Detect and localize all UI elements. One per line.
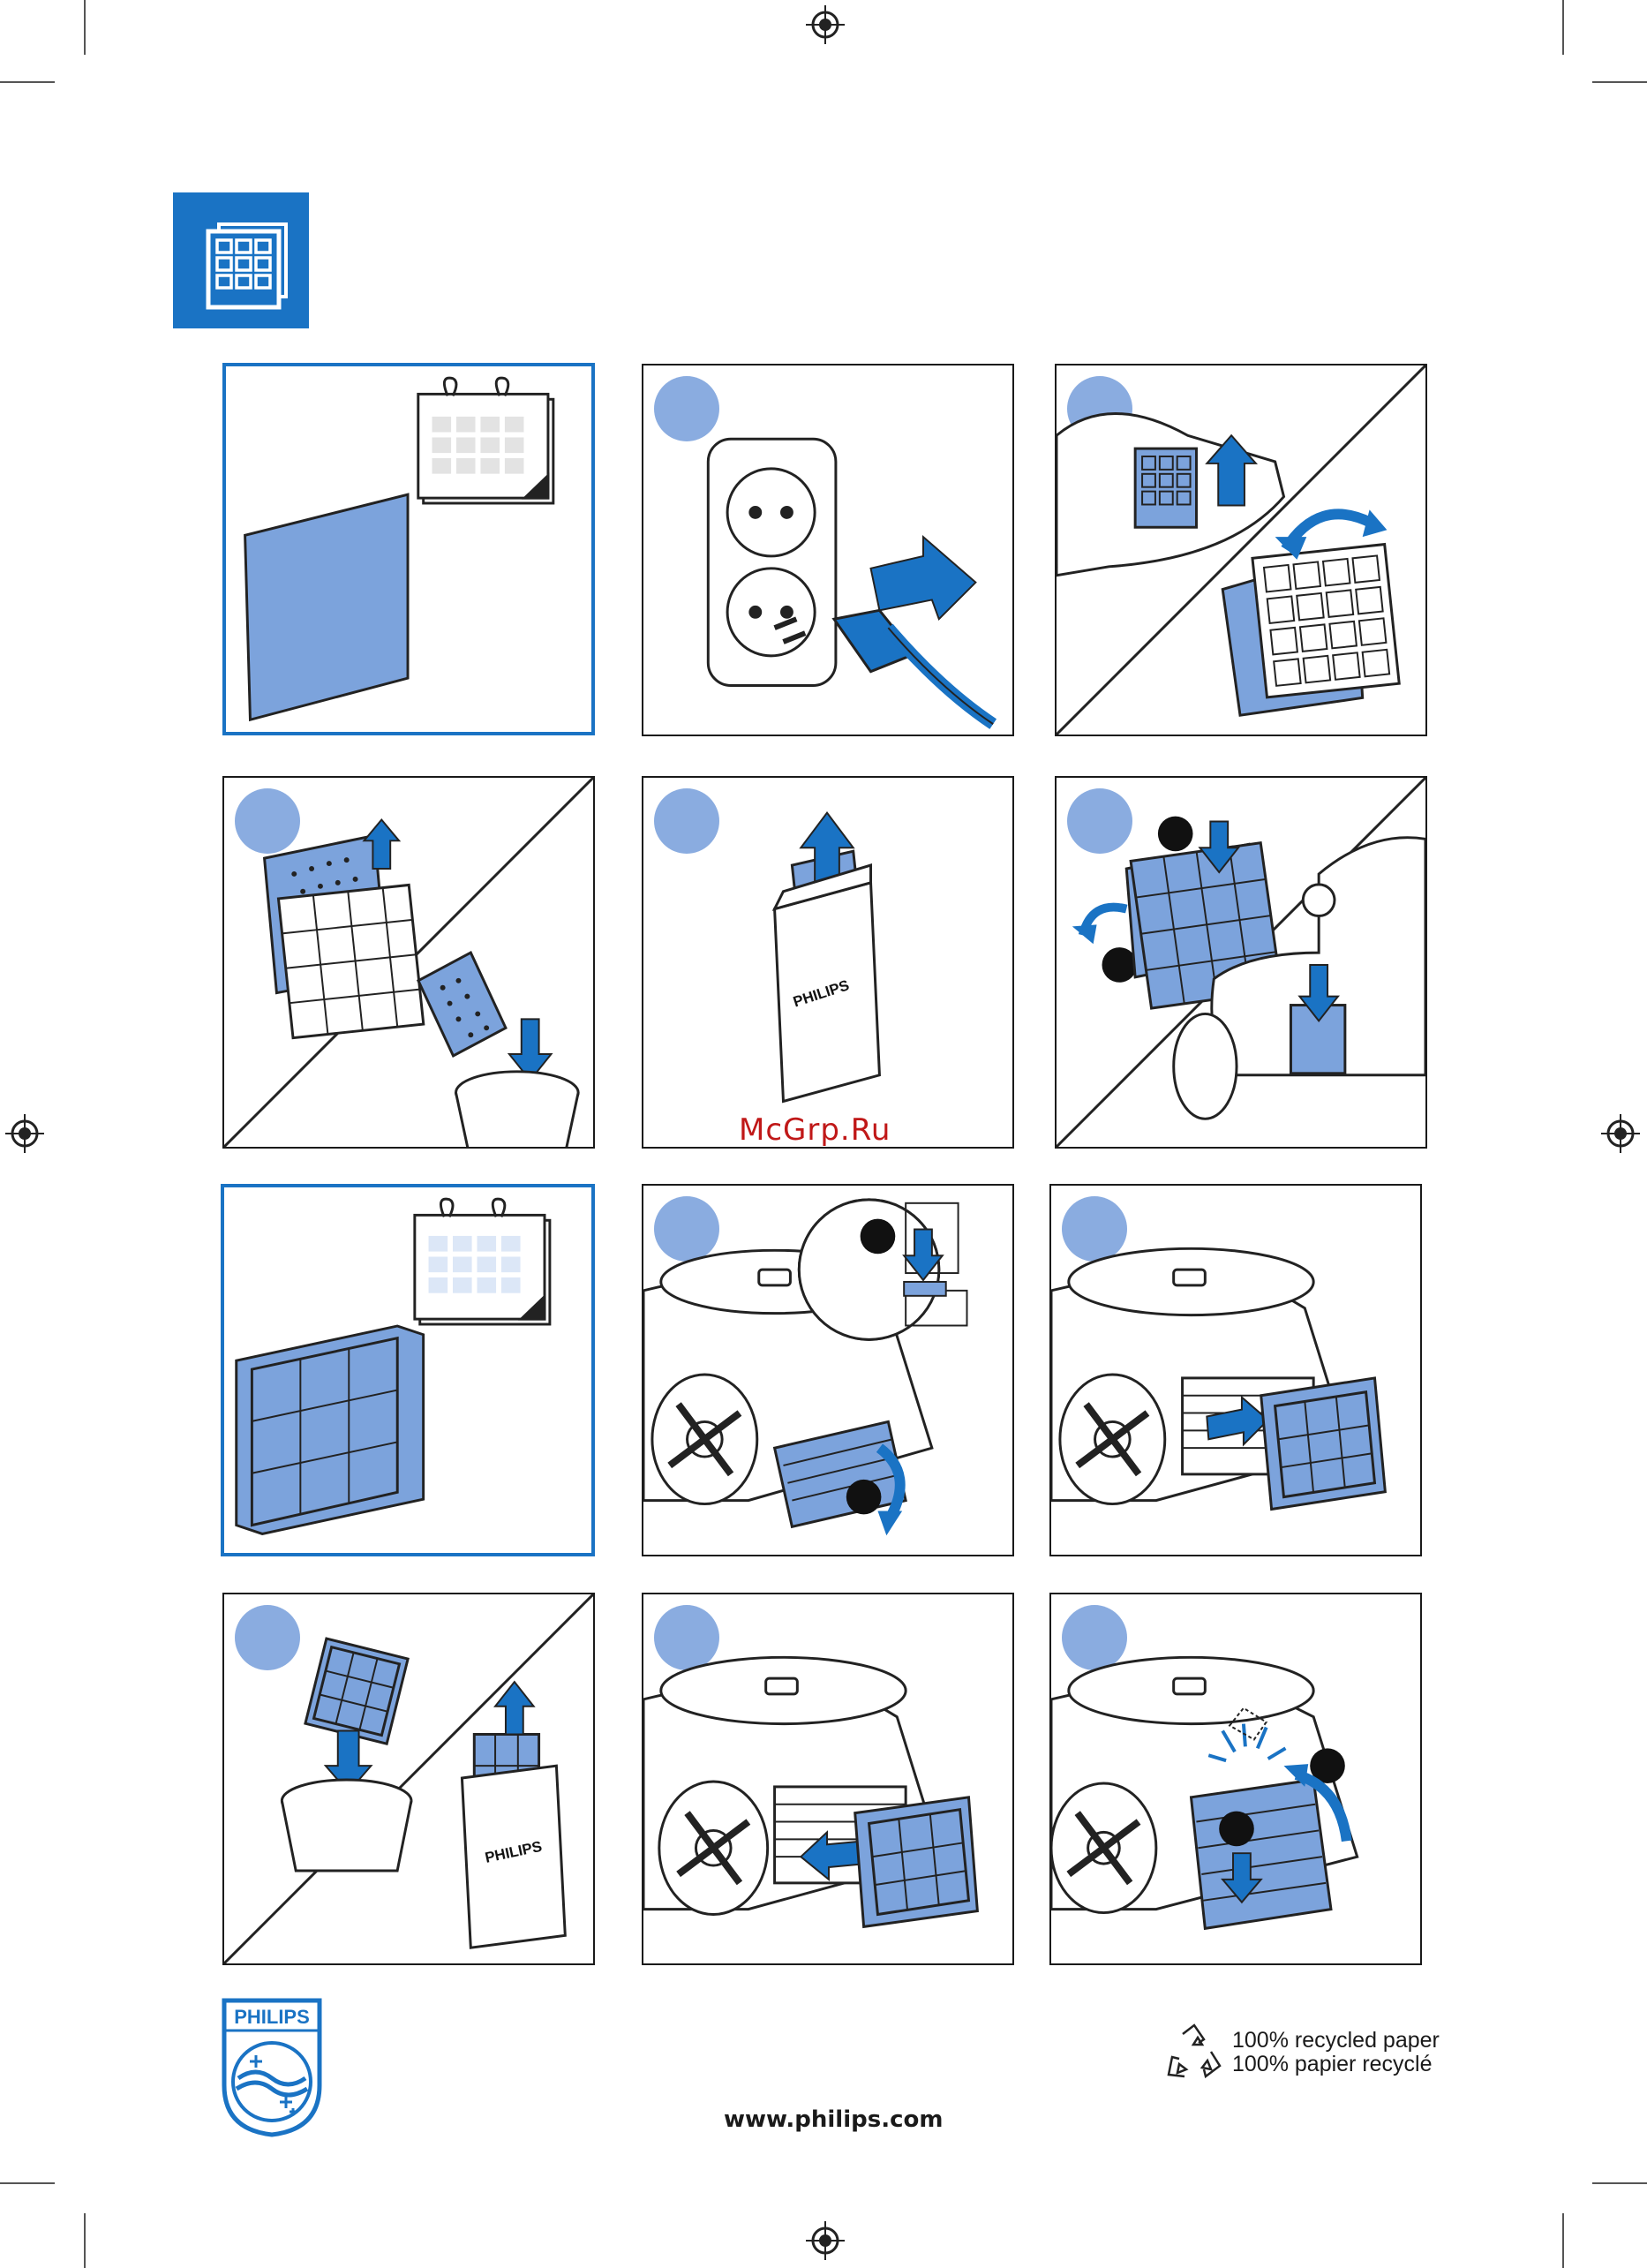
panel-hepa-replace-interval (221, 1184, 595, 1556)
filter-grid-icon (206, 222, 288, 310)
recycle-icon (1167, 2023, 1222, 2079)
sub-step-dot (846, 1479, 882, 1515)
panel-close-exhaust-grille (1049, 1593, 1422, 1965)
recycled-paper-text-fr: 100% papier recyclé (1232, 2052, 1433, 2076)
sub-step-dot (1102, 947, 1138, 983)
crop-mark (84, 2213, 86, 2268)
crop-mark (0, 2182, 55, 2184)
unplug-illustration (706, 437, 997, 729)
open-exhaust-grille-illustration (643, 1198, 968, 1536)
watermark-text: McGrp.Ru (739, 1112, 891, 1148)
step-marker (654, 1605, 719, 1670)
crop-mark (84, 0, 86, 55)
registration-mark-icon (806, 5, 845, 44)
step-marker (1062, 1605, 1127, 1670)
insert-motor-filter-illustration (1057, 778, 1425, 1147)
panel-discard-filter-sheet (222, 776, 595, 1149)
panel-remove-hepa-filter (1049, 1184, 1422, 1556)
discard-filter-sheet-illustration (224, 778, 593, 1147)
crop-mark (0, 81, 55, 83)
philips-shield-logo: PHILIPS (222, 1998, 322, 2137)
sub-step-dot (1310, 1748, 1345, 1783)
hepa-filter-calendar-illustration (235, 1197, 552, 1535)
step-marker (1062, 1196, 1127, 1262)
crop-mark (1592, 2182, 1647, 2184)
sub-step-dot (1157, 816, 1193, 852)
step-marker (654, 376, 719, 441)
crop-mark (1592, 81, 1647, 83)
step-marker (235, 1605, 300, 1670)
filter-sheet (244, 493, 410, 722)
filter-sheet-calendar-illustration (244, 376, 555, 722)
recycled-paper-text: 100% recycled paper (1232, 2028, 1440, 2053)
website-link[interactable]: www.philips.com (724, 2106, 944, 2133)
panel-filter-replace-interval (222, 363, 595, 735)
remove-hepa-filter-illustration (1051, 1247, 1387, 1511)
panel-new-filter-package: PHILIPS (642, 776, 1014, 1149)
panel-open-exhaust-grille (642, 1184, 1014, 1556)
filter-section-badge (173, 192, 309, 328)
step-marker (654, 1196, 719, 1262)
registration-mark-icon (5, 1114, 44, 1153)
panel-unplug (642, 364, 1014, 736)
panel-discard-hepa-filter: PHILIPS (222, 1593, 595, 1965)
sub-step-dot (1219, 1811, 1254, 1847)
step-marker (235, 788, 300, 854)
crop-mark (1562, 0, 1564, 55)
calendar-icon (417, 376, 555, 505)
logo-wordmark: PHILIPS (234, 2006, 310, 2028)
new-filter-package-illustration: PHILIPS (771, 810, 881, 1104)
sub-step-dot (860, 1218, 896, 1255)
panel-insert-motor-filter (1055, 776, 1427, 1149)
discard-hepa-filter-illustration: PHILIPS (224, 1594, 593, 1963)
panel-insert-hepa-filter (642, 1593, 1014, 1965)
crop-mark (1562, 2213, 1564, 2268)
step-marker (654, 788, 719, 854)
registration-mark-icon (1601, 1114, 1640, 1153)
insert-hepa-filter-illustration (643, 1655, 979, 1929)
registration-mark-icon (806, 2221, 845, 2260)
step-marker (1067, 788, 1132, 854)
close-exhaust-grille-illustration (1051, 1655, 1359, 1931)
remove-motor-filter-illustration (1057, 365, 1425, 735)
panel-remove-motor-filter (1055, 364, 1427, 736)
